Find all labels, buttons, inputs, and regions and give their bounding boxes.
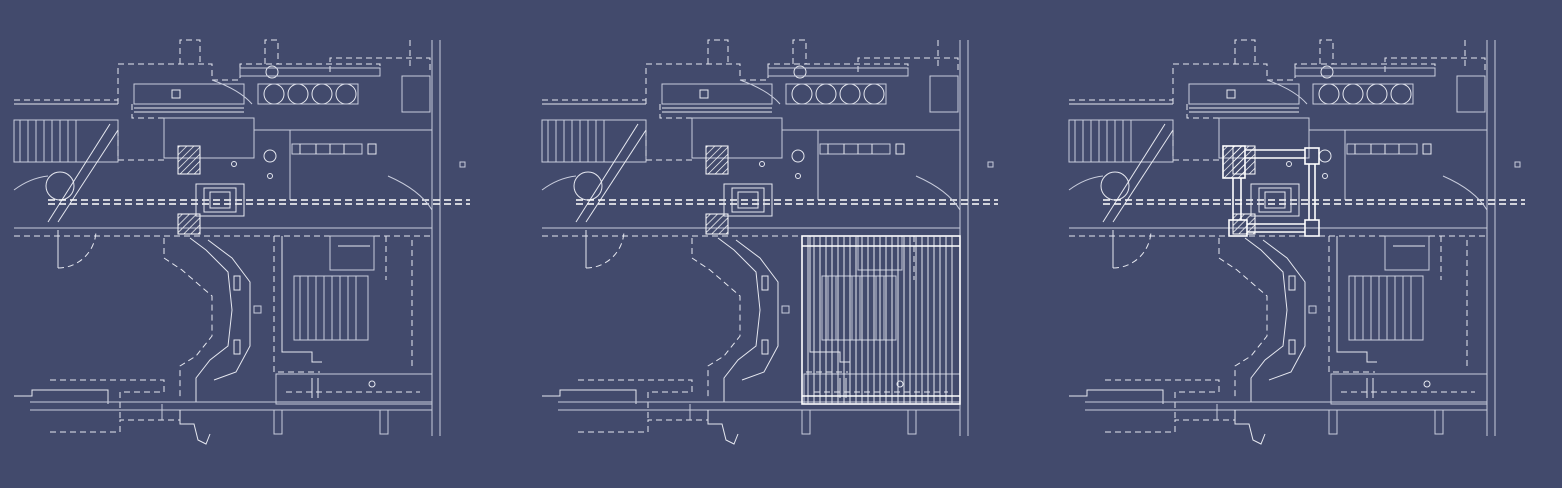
- plan-panel-1: [13, 39, 471, 445]
- grid-highlight: [801, 235, 961, 405]
- plan-panel-3: [1068, 39, 1526, 445]
- plan-panel-2: [541, 39, 999, 445]
